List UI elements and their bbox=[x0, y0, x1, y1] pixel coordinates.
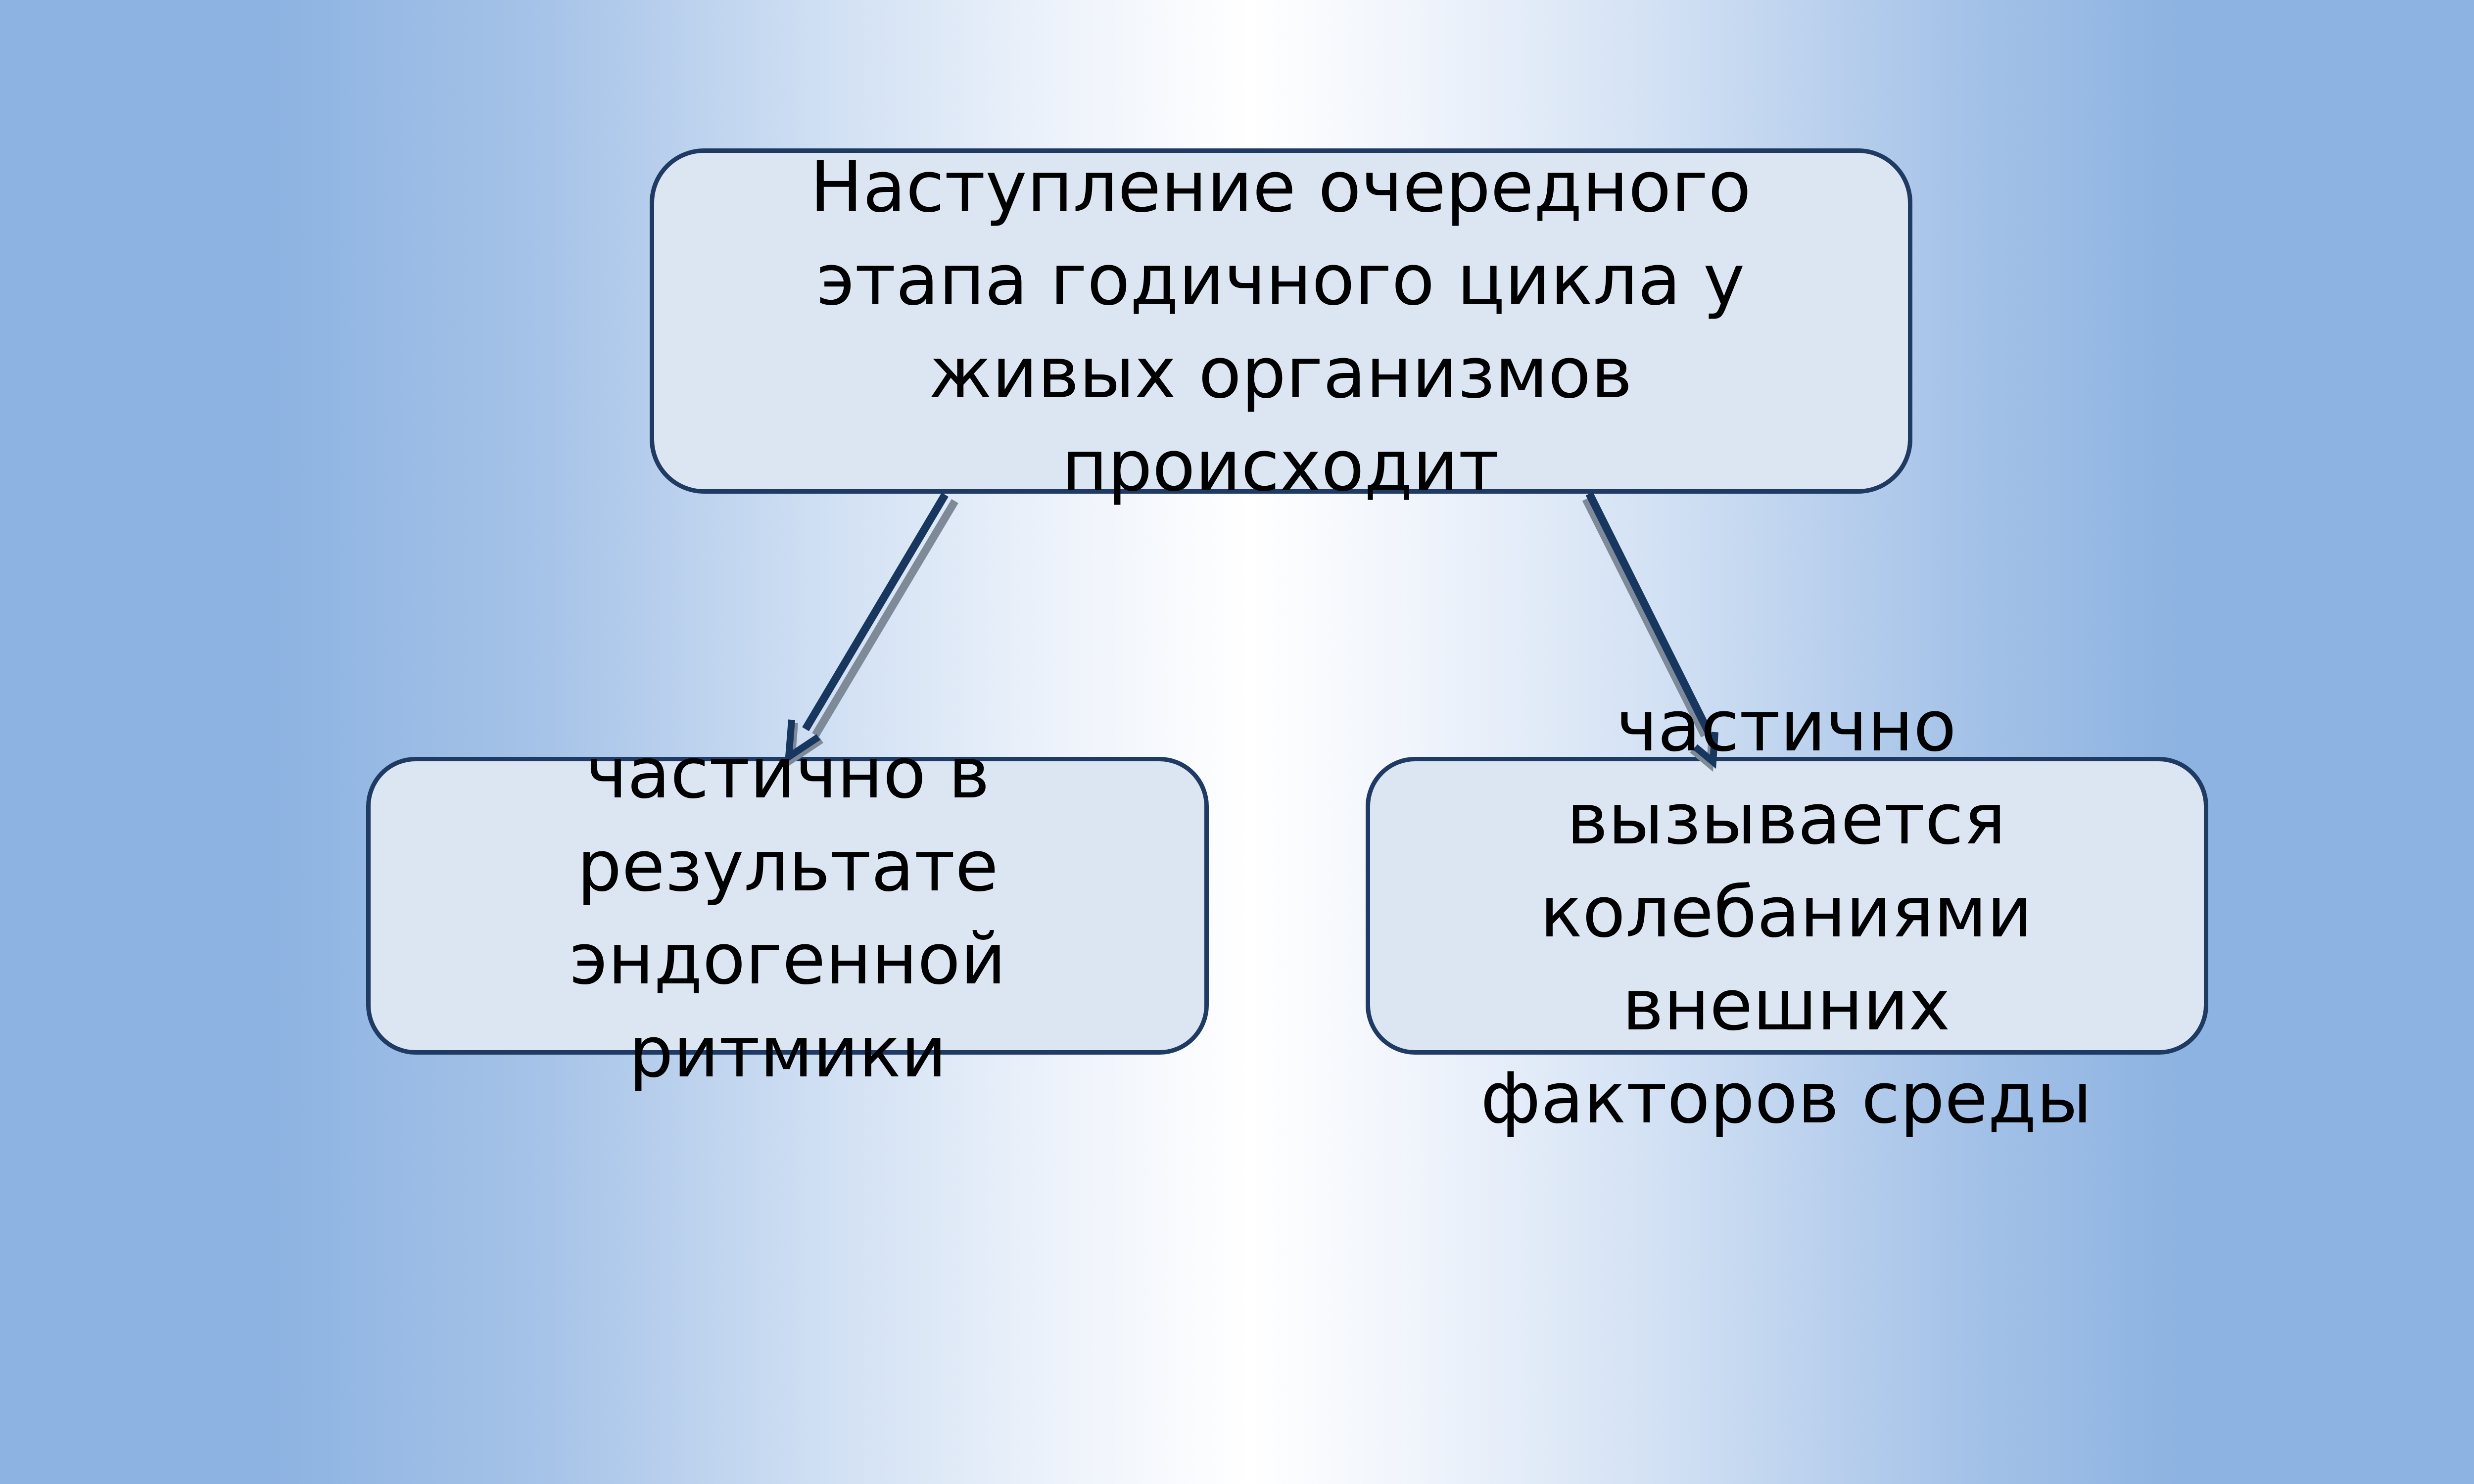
top-box-line: Наступление очередного bbox=[809, 146, 1752, 228]
right-box-line: факторов среды bbox=[1480, 1058, 2092, 1139]
top-box bbox=[650, 148, 1912, 494]
arrow-to-right-box bbox=[1582, 492, 1718, 772]
top-box-text: Наступление очередного этапа годичного ц… bbox=[810, 141, 1751, 513]
right-box-line: частично bbox=[1616, 686, 1956, 767]
top-box-line: живых организмов bbox=[928, 332, 1633, 414]
right-box-line: вызывается bbox=[1567, 779, 2006, 860]
left-box-text: частично в результате эндогенной ритмики bbox=[570, 727, 1006, 1099]
left-box-line: результате bbox=[577, 826, 999, 907]
right-box bbox=[1366, 757, 2208, 1055]
top-box-line: этапа годичного цикла у bbox=[816, 239, 1745, 321]
arrow-to-left-box bbox=[784, 492, 958, 767]
right-box-line: внешних bbox=[1622, 965, 1951, 1046]
left-box-line: частично в bbox=[585, 733, 990, 814]
top-box-line: происходит bbox=[1061, 425, 1500, 507]
right-box-line: колебаниями bbox=[1540, 872, 2033, 953]
right-box-text: частично вызывается колебаниями внешних … bbox=[1480, 680, 2092, 1145]
left-box-line: ритмики bbox=[628, 1012, 947, 1093]
left-box-line: эндогенной bbox=[569, 919, 1006, 1000]
left-box bbox=[366, 757, 1209, 1055]
